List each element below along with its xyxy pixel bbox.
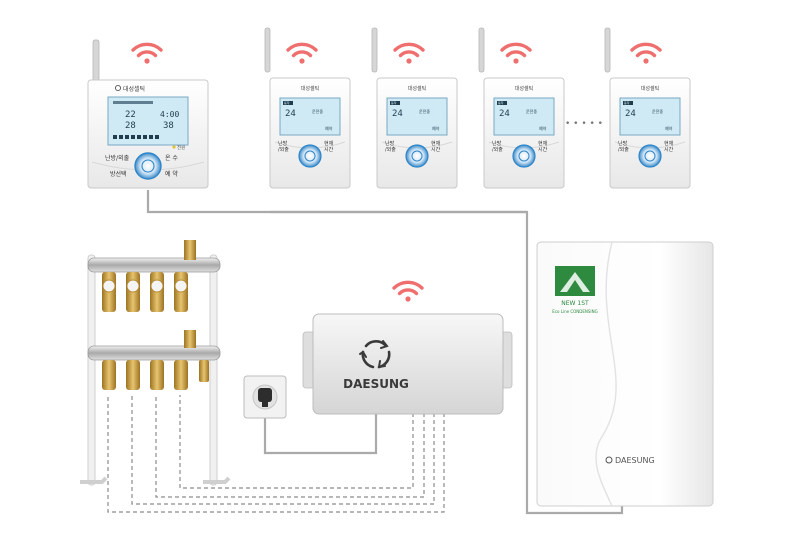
logo-icon bbox=[114, 84, 122, 92]
controller-to-boiler-wire bbox=[146, 190, 624, 515]
heat-away-button[interactable]: 난방/외출 bbox=[492, 140, 503, 153]
lcd-status: 운전중 bbox=[526, 108, 537, 114]
lcd-badge: 동작 bbox=[284, 100, 290, 105]
wifi-icon bbox=[392, 280, 424, 304]
reserve-button[interactable]: 예 약 bbox=[165, 170, 178, 178]
lcd-temp: 24 bbox=[625, 109, 636, 119]
return-valves bbox=[102, 360, 209, 390]
power-outlet bbox=[243, 375, 287, 419]
heat-away-button[interactable]: 난방/외출 bbox=[618, 140, 629, 153]
hub-to-manifold-dashed-wires bbox=[107, 395, 445, 513]
brand-label: 대성셀틱 bbox=[408, 85, 426, 92]
boiler-front-curve bbox=[595, 241, 617, 507]
lcd-water-temp: 38 bbox=[163, 121, 174, 131]
lcd-set-temp: 28 bbox=[125, 121, 136, 131]
lcd-temp: 24 bbox=[499, 109, 510, 119]
brand-label: 대성셀틱 bbox=[515, 85, 533, 92]
lcd-badge-bg bbox=[497, 101, 507, 105]
supply-valves bbox=[102, 272, 188, 312]
room-select-button[interactable]: 방선택 bbox=[110, 170, 127, 178]
heat-away-button[interactable]: 난방/외출 bbox=[278, 140, 289, 153]
power-knob[interactable] bbox=[134, 152, 162, 180]
lcd-badge: 동작 bbox=[498, 100, 504, 105]
manifold bbox=[80, 240, 231, 486]
lcd-status: 운전중 bbox=[652, 108, 663, 114]
lcd-footer: 예약 bbox=[432, 125, 440, 131]
lcd-footer: 예약 bbox=[325, 125, 333, 131]
boiler-logo: NEW 1ST Eco Line CONDENSING bbox=[552, 266, 598, 314]
hub-body bbox=[312, 313, 504, 415]
lcd-footer: 예약 bbox=[665, 125, 673, 131]
supply-pipe bbox=[87, 257, 221, 273]
brand-label: 대성셀틱 bbox=[123, 85, 145, 93]
lcd-temp: 24 bbox=[285, 109, 296, 119]
wifi-icon bbox=[131, 42, 163, 66]
wireless-hub: DAESUNG bbox=[302, 280, 513, 415]
mode-button[interactable]: 난방/외출 bbox=[105, 154, 130, 162]
lcd-status: 운전중 bbox=[419, 108, 430, 114]
hot-water-button[interactable]: 온 수 bbox=[165, 155, 178, 162]
outlet-to-hub-wire bbox=[263, 400, 378, 455]
lcd-badge-bg bbox=[623, 101, 633, 105]
wifi-icon bbox=[500, 42, 532, 66]
lcd-badge-bg bbox=[283, 101, 293, 105]
brand-label: 대성셀틱 bbox=[641, 85, 659, 92]
return-pipe bbox=[87, 345, 221, 361]
air-vent-bottom bbox=[184, 330, 196, 348]
boiler-brand-icon bbox=[605, 456, 613, 464]
air-vent-top bbox=[184, 240, 196, 260]
power-indicator-icon bbox=[172, 145, 176, 149]
main-controller: 대성셀틱 22 4:00 28 38 전원 난방/외출 온 수 방선택 예 약 bbox=[87, 39, 209, 189]
lcd-badge-bg bbox=[390, 101, 400, 105]
heat-away-button[interactable]: 난방/외출 bbox=[385, 140, 396, 153]
brand-label: 대성셀틱 bbox=[301, 85, 319, 92]
lcd-temp: 24 bbox=[392, 109, 403, 119]
more-controllers-ellipsis: • • • • • bbox=[565, 119, 603, 129]
boiler-logo-subtext: Eco Line CONDENSING bbox=[552, 309, 597, 314]
lcd-segment-bar bbox=[113, 135, 159, 139]
boiler-body bbox=[536, 241, 714, 507]
lcd-badge: 동작 bbox=[624, 100, 630, 105]
plug-icon bbox=[258, 388, 272, 402]
boiler-brand-label: DAESUNG bbox=[615, 456, 655, 465]
wiring bbox=[107, 190, 624, 515]
indicator-label: 전원 bbox=[177, 144, 185, 151]
wifi-icon bbox=[286, 42, 318, 66]
boiler: NEW 1ST Eco Line CONDENSING DAESUNG bbox=[536, 241, 714, 507]
recycle-icon bbox=[359, 340, 391, 369]
lcd-room-temp: 22 bbox=[125, 110, 136, 120]
lcd-badge: 동작 bbox=[391, 100, 397, 105]
wifi-icon bbox=[630, 42, 662, 66]
wifi-icon bbox=[393, 42, 425, 66]
hub-brand-label: DAESUNG bbox=[343, 377, 409, 391]
lcd-status: 운전중 bbox=[312, 108, 323, 114]
bracket-left bbox=[87, 254, 96, 486]
lcd-clock: 4:00 bbox=[160, 110, 179, 119]
bracket-right bbox=[209, 254, 218, 486]
power-icon bbox=[141, 159, 155, 173]
boiler-logo-text: NEW 1ST bbox=[561, 300, 589, 307]
lcd-footer: 예약 bbox=[539, 125, 547, 131]
